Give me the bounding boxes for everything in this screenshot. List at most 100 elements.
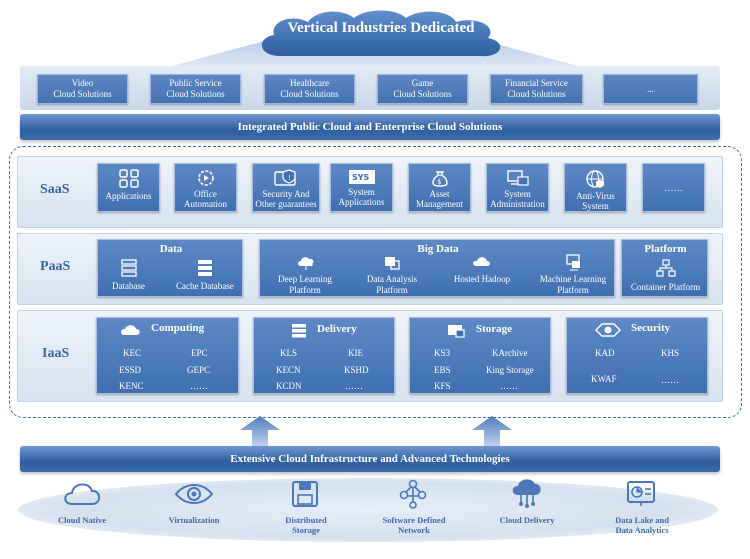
saas-tile-applications: Applications: [97, 163, 160, 212]
saas-tile-system-admin: System Administration: [486, 163, 549, 212]
cache-database-icon: [198, 260, 212, 276]
saas-tile-more: ……: [642, 163, 705, 212]
security-shield-icon: [595, 323, 621, 337]
hadoop-cloud-icon: [473, 257, 490, 266]
virtualization-eye-icon: [174, 484, 214, 504]
tech-data-lake-analytics: Data Lake and Data Analytics: [615, 515, 669, 535]
gear-play-icon: [197, 170, 214, 186]
infrastructure-band: Extensive Cloud Infrastructure and Advan…: [20, 446, 720, 472]
cloud-delivery-icon: [512, 479, 541, 508]
tech-virtualization: Virtualization: [168, 515, 220, 525]
paas-cache-database: Cache Database: [176, 281, 234, 291]
iaas-security-group: Security KAD KHS KWAF ……: [566, 317, 708, 394]
iaas-security-item: KAD: [595, 348, 615, 358]
cloud-native-icon: [64, 483, 101, 505]
iaas-storage-item: KFS: [434, 381, 451, 391]
saas-tile-security: ! Security And Other guarantees: [252, 163, 320, 212]
industry-game: Game Cloud Solutions: [377, 74, 468, 104]
paas-data-title: Data: [159, 243, 183, 255]
paas-bigdata-title: Big Data: [417, 243, 459, 255]
service-layers-frame: [9, 146, 742, 418]
industry-more: ...: [603, 74, 698, 104]
iaas-delivery-item: KIE: [348, 348, 363, 358]
paas-hosted-hadoop: Hosted Hadoop: [453, 274, 511, 284]
sys-window-icon: SYS: [348, 170, 375, 184]
iaas-computing-item: GEPC: [187, 365, 211, 375]
monitor-icon: [506, 170, 529, 186]
iaas-computing-item: ESSD: [119, 365, 142, 375]
computing-cloud-icon: [121, 325, 140, 335]
iaas-computing-item: ……: [190, 381, 208, 391]
iaas-label: IaaS: [42, 346, 70, 361]
iaas-delivery-item: KLS: [280, 348, 298, 358]
integrated-band: Integrated Public Cloud and Enterprise C…: [20, 114, 720, 140]
svg-text:$: $: [437, 178, 441, 186]
paas-deep-learning: Deep Learning Platform: [278, 274, 332, 295]
saas-tile-antivirus: Anti-Virus System: [564, 163, 627, 212]
data-lake-analytics-icon: [627, 481, 655, 506]
iaas-security-item: KWAF: [591, 374, 617, 384]
up-arrow-right: [472, 416, 512, 448]
iaas-storage-item: KArchive: [492, 348, 528, 358]
iaas-computing-title: Computing: [151, 322, 205, 334]
industry-healthcare: Healthcare Cloud Solutions: [264, 74, 355, 104]
saas-tile-system-apps: SYS System Applications: [330, 163, 393, 212]
industry-video: Video Cloud Solutions: [37, 74, 128, 104]
iaas-delivery-item: KECN: [276, 365, 301, 375]
tech-cloud-native: Cloud Native: [58, 515, 106, 525]
svg-text:!: !: [288, 174, 291, 182]
paas-data-analysis: Data Analysis Platform: [366, 274, 418, 295]
svg-text:SYS: SYS: [352, 173, 370, 182]
delivery-server-icon: [292, 324, 306, 338]
iaas-computing-group: Computing KEC EPC ESSD GEPC KENC ……: [96, 317, 239, 394]
saas-label: SaaS: [40, 182, 70, 197]
page-title: Vertical Industries Dedicated: [287, 20, 475, 36]
iaas-storage-group: Storage KS3 KArchive EBS King Storage KF…: [409, 317, 551, 394]
data-analysis-icon: [385, 257, 400, 270]
database-icon: [121, 259, 137, 277]
iaas-storage-item: ……: [500, 381, 518, 391]
container-tree-icon: [656, 259, 676, 277]
sdn-network-icon: [399, 479, 427, 509]
iaas-delivery-item: ……: [345, 381, 363, 391]
iaas-computing-item: EPC: [191, 348, 208, 358]
iaas-delivery-title: Delivery: [317, 323, 357, 335]
iaas-storage-title: Storage: [476, 323, 513, 335]
iaas-delivery-item: KCDN: [276, 381, 302, 391]
paas-label: PaaS: [40, 259, 71, 274]
iaas-storage-item: King Storage: [486, 365, 534, 375]
tech-distributed-storage: Distributed Storage: [285, 515, 327, 535]
iaas-delivery-group: Delivery KLS KIE KECN KSHD KCDN ……: [253, 317, 395, 394]
industry-public-service: Public Service Cloud Solutions: [150, 74, 241, 104]
money-bag-icon: $: [431, 171, 448, 187]
paas-database: Database: [112, 281, 145, 291]
paas-platform-group: Platform Container Platform: [621, 239, 708, 297]
paas-container-platform: Container Platform: [630, 282, 701, 292]
globe-shield-icon: [585, 170, 604, 188]
iaas-storage-item: EBS: [434, 365, 451, 375]
paas-bigdata-group: Big Data Deep Learning Platform Data Ana…: [259, 239, 615, 297]
paas-platform-title: Platform: [644, 243, 687, 255]
iaas-computing-item: KENC: [119, 381, 144, 391]
storage-drive-icon: [448, 325, 465, 338]
security-card-icon: !: [274, 169, 296, 186]
distributed-storage-floppy-icon: [292, 481, 318, 507]
up-arrow-left: [240, 416, 280, 448]
machine-learning-icon: [566, 254, 580, 271]
apps-grid-icon: [118, 169, 139, 188]
title-cloud: [261, 10, 501, 57]
iaas-delivery-item: KSHD: [344, 365, 369, 375]
saas-tile-asset-management: $ Asset Management: [408, 163, 471, 212]
technology-base: [18, 478, 718, 542]
iaas-computing-item: KEC: [123, 348, 141, 358]
paas-machine-learning: Machine Learning Platform: [539, 274, 607, 295]
paas-data-group: Data Database Cache Database: [97, 239, 243, 297]
tech-cloud-delivery: Cloud Delivery: [499, 515, 555, 525]
saas-tile-office-automation: Office Automation: [174, 163, 237, 212]
iaas-security-item: ……: [661, 375, 679, 385]
iaas-security-item: KHS: [661, 348, 680, 358]
industry-financial: Financial Service Cloud Solutions: [490, 74, 583, 104]
tech-software-defined-network: Software Defined Network: [382, 515, 446, 535]
iaas-security-title: Security: [631, 322, 671, 334]
deep-learning-cloud-icon: [298, 257, 314, 270]
